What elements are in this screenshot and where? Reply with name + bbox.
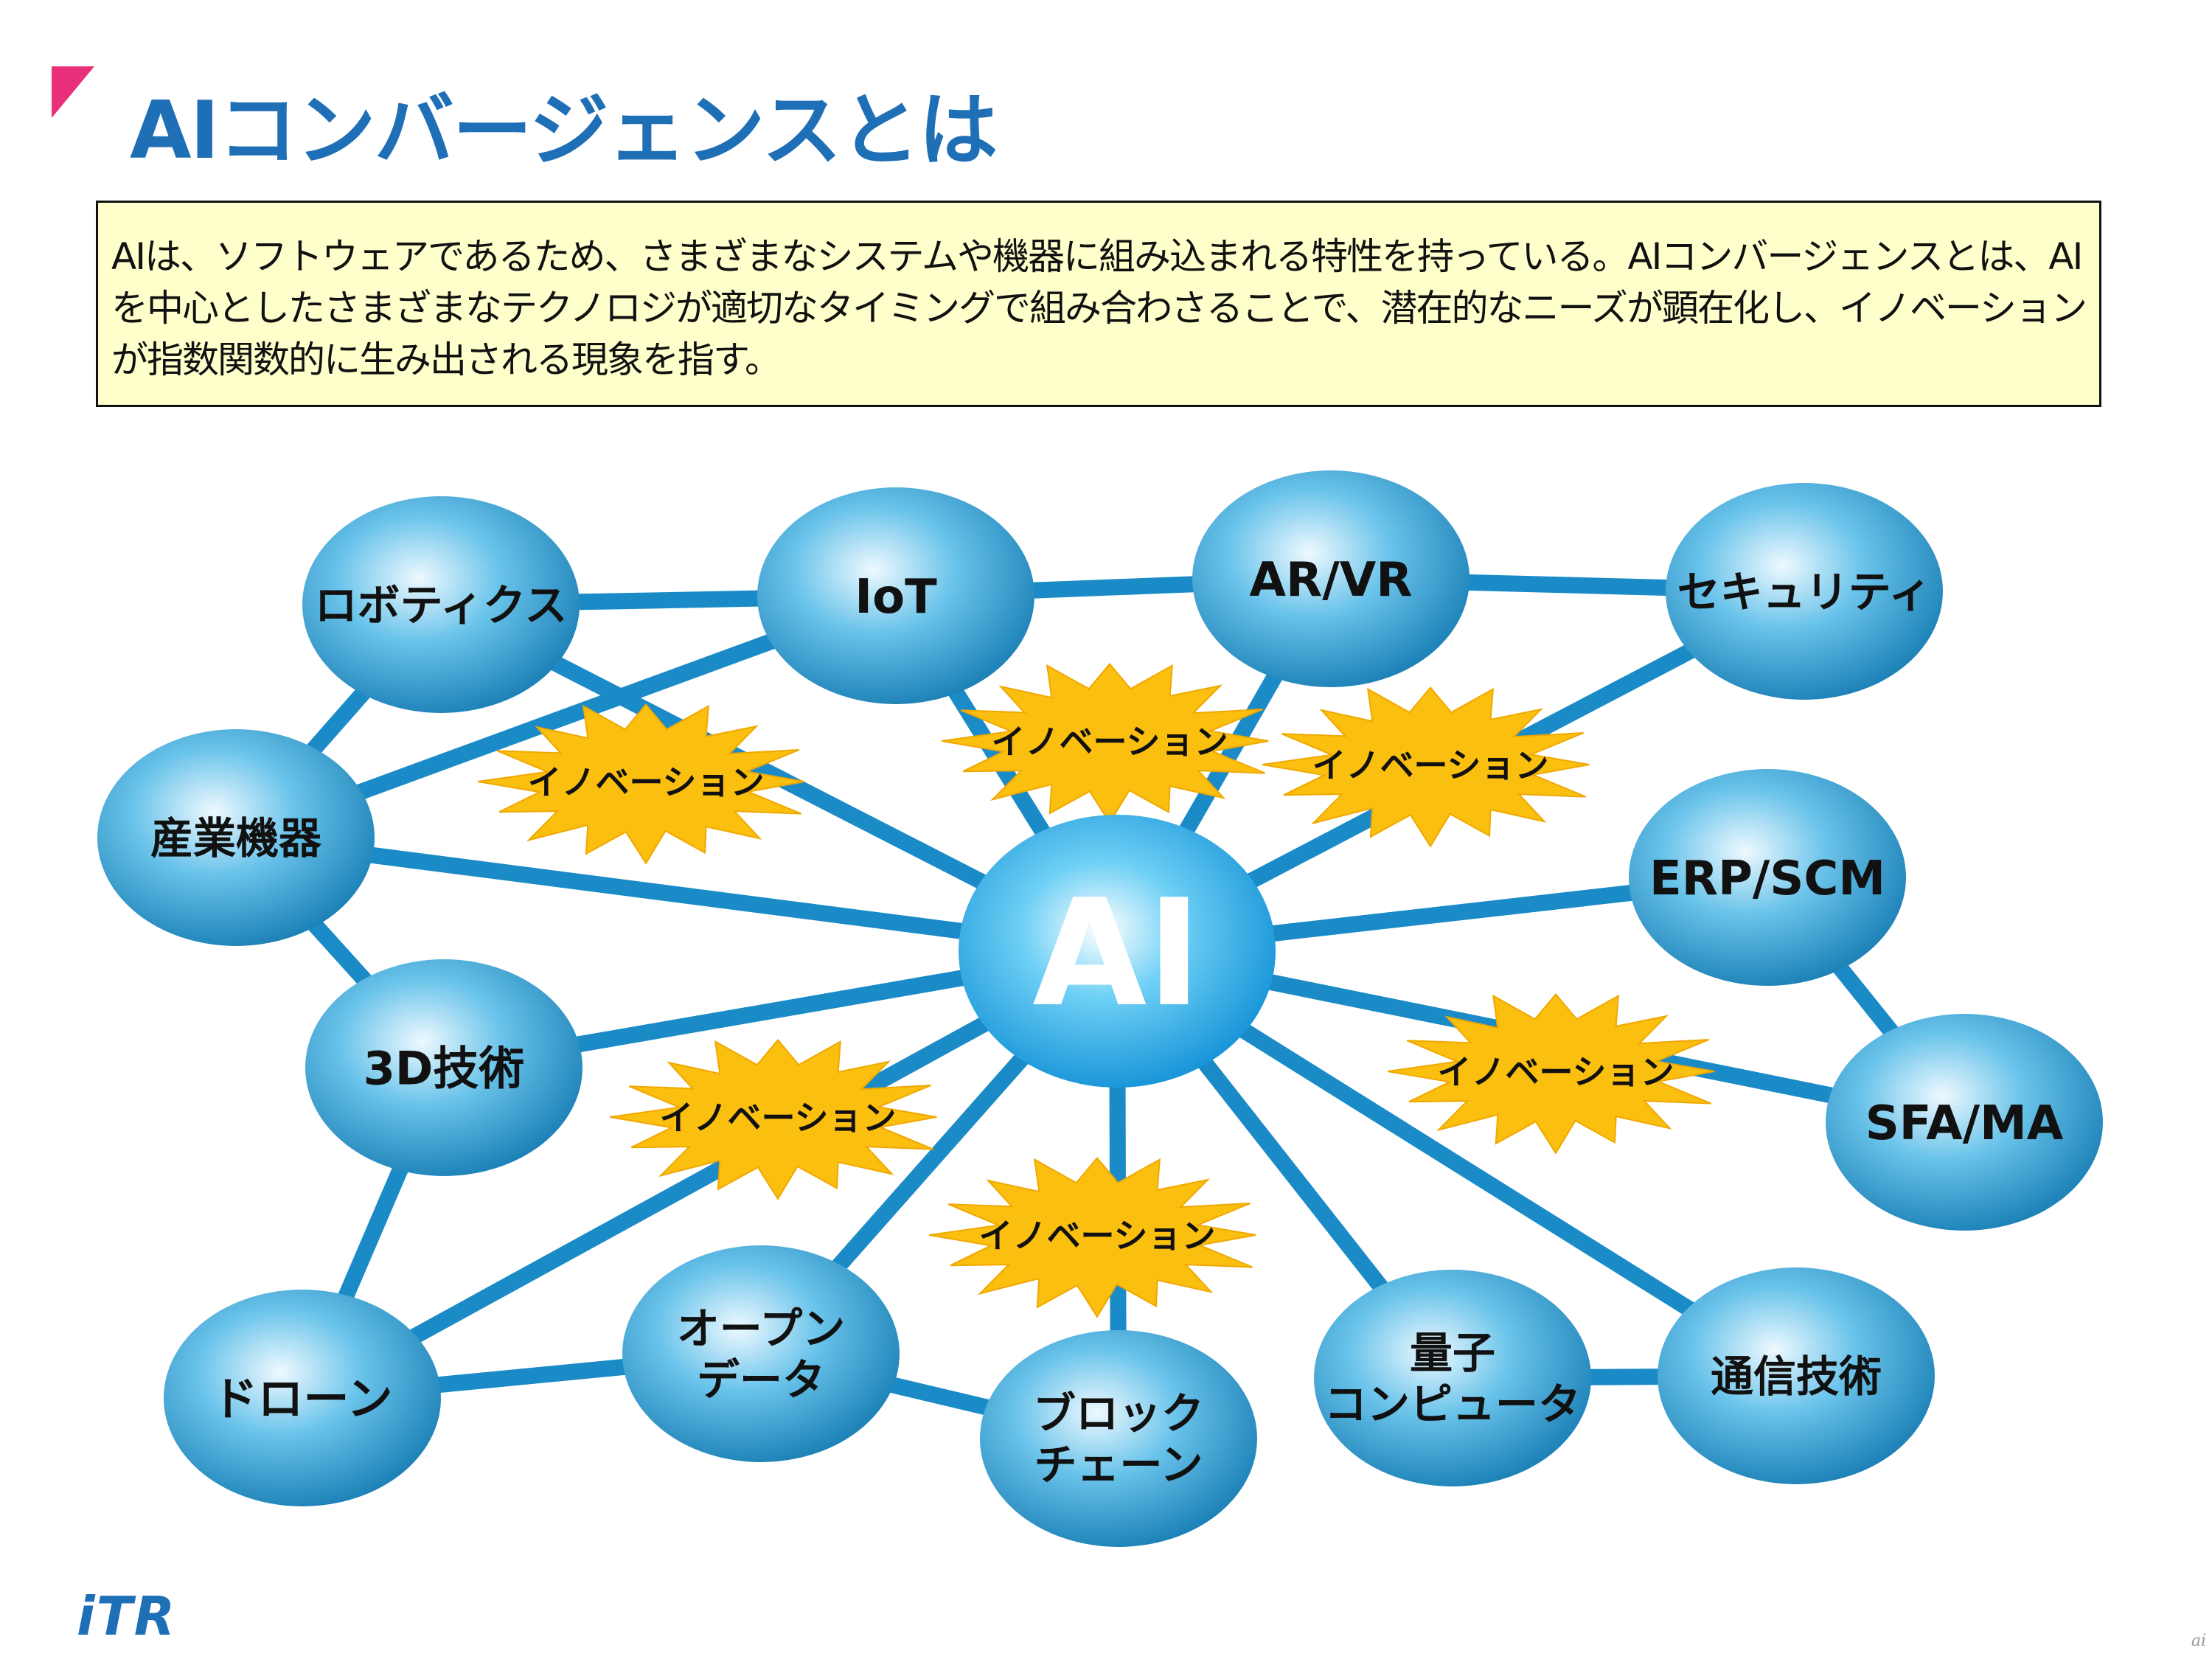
node-label: セキュリティ — [1677, 567, 1932, 617]
node-bubble — [1192, 470, 1470, 687]
node-bubble — [980, 1330, 1257, 1547]
node-drone: ドローン — [164, 1290, 441, 1506]
node-label: コンピュータ — [1324, 1380, 1581, 1430]
center-bubble — [959, 815, 1276, 1088]
node-erp: ERP/SCM — [1629, 769, 1906, 986]
burst-label: イノベーション — [991, 722, 1228, 762]
node-bubble — [1314, 1270, 1591, 1486]
node-arvr: AR/VR — [1192, 470, 1470, 687]
title-accent-mark — [52, 66, 94, 118]
node-sfa: SFA/MA — [1826, 1014, 2103, 1231]
node-label: チェーン — [1034, 1440, 1203, 1490]
burst-shape — [477, 703, 805, 865]
node-industrial: 産業機器 — [97, 729, 375, 946]
innovation-burst-5: イノベーション — [1387, 992, 1715, 1155]
node-label: SFA/MA — [1865, 1096, 2064, 1151]
node-bubble — [1666, 483, 1943, 700]
node-bubble — [757, 487, 1034, 704]
innovation-burst-3: イノベーション — [1262, 686, 1590, 848]
node-label: IoT — [855, 570, 937, 625]
watermark: ai — [2191, 1632, 2206, 1650]
innovation-burst-6: イノベーション — [928, 1156, 1256, 1318]
node-label: データ — [697, 1355, 825, 1405]
burst-shape — [1262, 686, 1590, 848]
node-label: ドローン — [212, 1371, 393, 1425]
node-label: 3D技術 — [364, 1041, 525, 1095]
node-label: ロボティクス — [315, 580, 568, 630]
innovation-burst-1: イノベーション — [477, 703, 805, 865]
innovation-burst-2: イノベーション — [941, 662, 1269, 824]
node-telecom: 通信技術 — [1658, 1267, 1935, 1484]
page-title: AIコンバージェンスとは — [130, 85, 998, 177]
node-ai-center: AI — [959, 815, 1276, 1088]
node-label: 産業機器 — [150, 813, 322, 863]
node-iot: IoT — [757, 487, 1034, 704]
burst-label: イノベーション — [527, 762, 764, 802]
node-robotics: ロボティクス — [302, 496, 580, 713]
burst-label: イノベーション — [659, 1098, 896, 1138]
burst-label: イノベーション — [1312, 745, 1548, 785]
node-bubble — [305, 959, 582, 1176]
description-box: AIは、ソフトウェアであるため、さまざまなシステムや機器に組み込まれる特性を持っ… — [96, 201, 2101, 407]
innovation-bursts: イノベーションイノベーションイノベーションイノベーションイノベーションイノベーシ… — [477, 662, 1715, 1318]
node-label: ERP/SCM — [1649, 852, 1885, 906]
node-bubble — [97, 729, 375, 946]
center-label: AI — [1032, 868, 1201, 1040]
burst-shape — [928, 1156, 1256, 1318]
node-label: 量子 — [1410, 1328, 1495, 1378]
node-bubble — [622, 1245, 900, 1462]
burst-label: イノベーション — [978, 1216, 1215, 1256]
itr-logo: iTR — [77, 1585, 177, 1647]
node-3d: 3D技術 — [305, 959, 582, 1176]
node-label: オープン — [677, 1304, 846, 1354]
node-bubble — [302, 496, 580, 713]
node-bubble — [164, 1290, 441, 1506]
burst-shape — [1387, 992, 1715, 1155]
node-label: 通信技術 — [1711, 1352, 1882, 1402]
node-bubble — [1658, 1267, 1935, 1484]
node-label: AR/VR — [1250, 553, 1413, 608]
node-security: セキュリティ — [1666, 483, 1943, 700]
node-label: ブロック — [1033, 1388, 1204, 1439]
burst-shape — [609, 1038, 937, 1200]
node-bubble — [1826, 1014, 2103, 1231]
node-bubble — [1629, 769, 1906, 986]
innovation-burst-4: イノベーション — [609, 1038, 937, 1200]
edge-drone-ai — [298, 944, 1121, 1405]
burst-label: イノベーション — [1437, 1052, 1674, 1092]
